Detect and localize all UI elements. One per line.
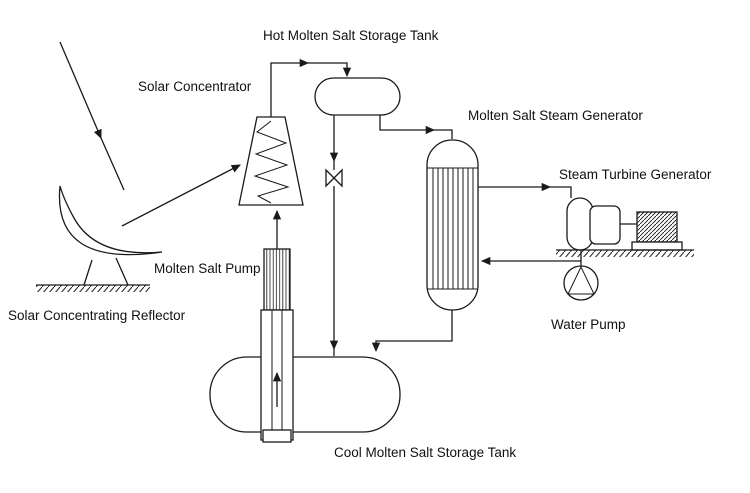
pipe-hot-tank-to-cool-tank — [325, 115, 343, 356]
label-cool-tank: Cool Molten Salt Storage Tank — [334, 445, 516, 460]
pipe-steam-to-turbine — [478, 182, 572, 198]
label-hot-tank: Hot Molten Salt Storage Tank — [263, 28, 439, 43]
turbine-body — [589, 205, 621, 245]
solar-reflector-dish — [36, 185, 163, 292]
generator-motor — [636, 211, 678, 243]
label-reflector: Solar Concentrating Reflector — [8, 308, 186, 323]
pump-impeller-symbol — [567, 265, 595, 295]
pipe-hot-tank-to-generator — [379, 115, 453, 139]
pipe-generator-to-cool-tank — [371, 310, 453, 353]
water-pump — [563, 265, 599, 301]
solar-concentrator — [238, 116, 304, 206]
ground-hatch-left — [36, 285, 150, 292]
sun-ray-arrow — [59, 41, 125, 191]
generator-tubes — [432, 168, 474, 289]
pipe-feedwater — [480, 250, 582, 266]
motor-base — [631, 241, 683, 251]
label-water-pump: Water Pump — [551, 317, 626, 332]
label-steam-turbine: Steam Turbine Generator — [559, 167, 712, 182]
pump-impeller-housing — [262, 429, 292, 443]
label-steam-generator: Molten Salt Steam Generator — [468, 108, 643, 123]
pump-motor — [263, 248, 291, 311]
label-molten-salt-pump: Molten Salt Pump — [154, 261, 261, 276]
pipe-concentrator-to-hot-tank — [270, 58, 352, 117]
reflected-ray-arrow — [121, 164, 241, 227]
valve-icon — [325, 168, 343, 188]
ground-hatch-right — [556, 250, 694, 257]
receiver-coil — [253, 120, 290, 204]
label-solar-concentrator: Solar Concentrator — [138, 79, 252, 94]
steam-generator-vessel — [426, 139, 479, 311]
turbine-casing — [566, 197, 594, 251]
hot-salt-tank — [314, 77, 401, 116]
steam-turbine-generator — [556, 197, 694, 257]
cool-salt-tank — [209, 356, 401, 433]
molten-salt-pump — [260, 209, 294, 443]
